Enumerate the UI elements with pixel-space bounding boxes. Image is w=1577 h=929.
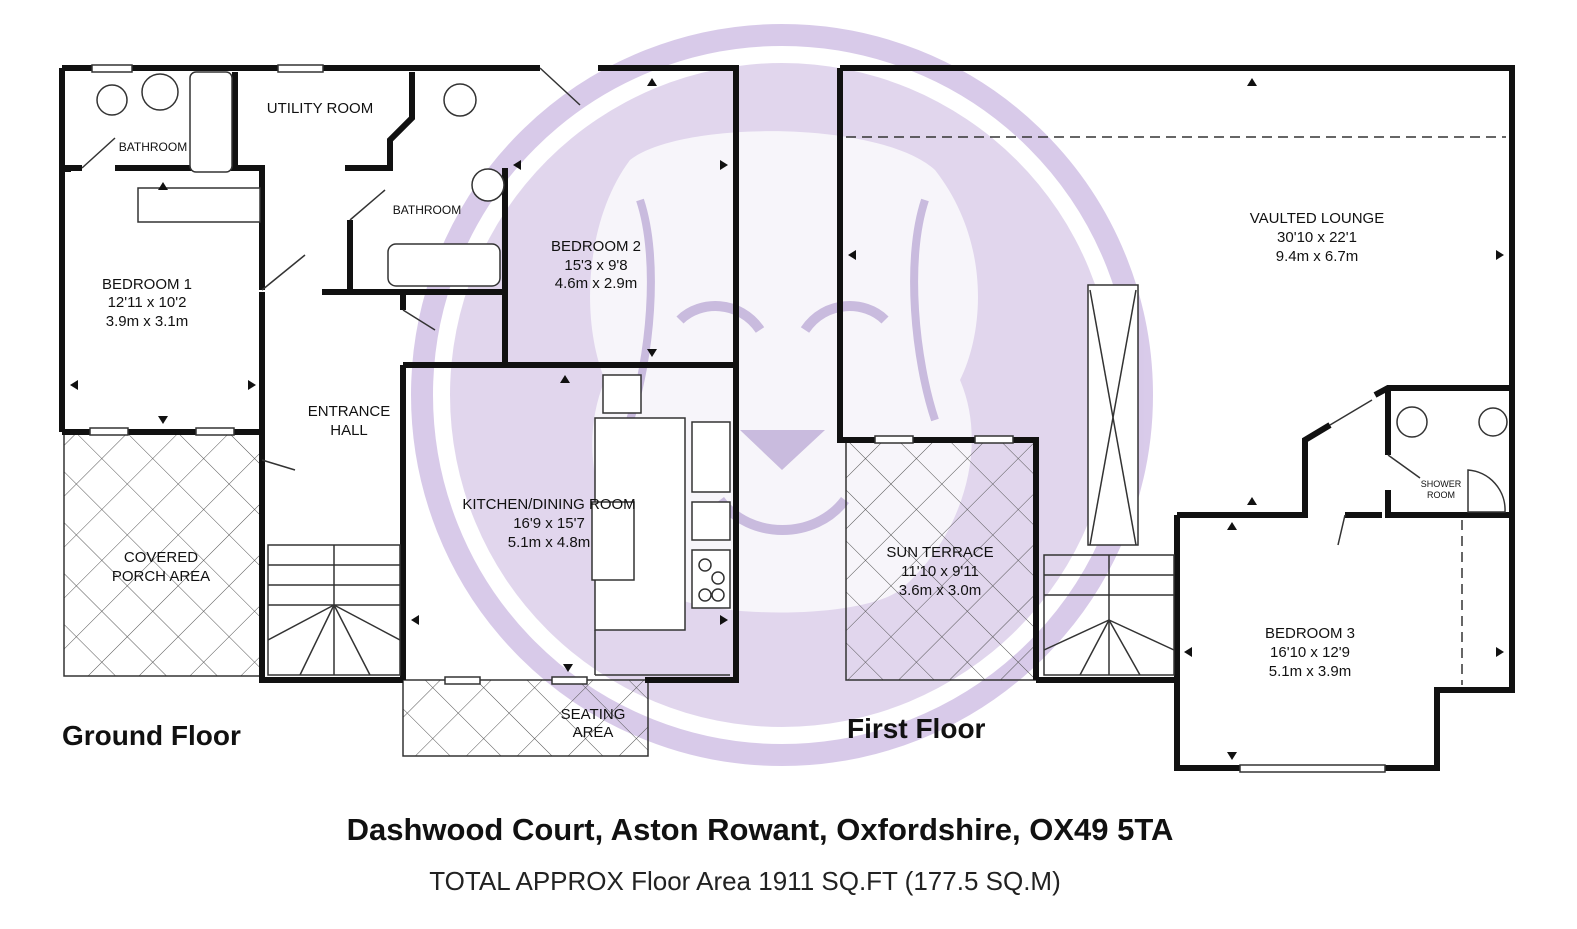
dimension-arrows — [70, 78, 1504, 760]
utility-room-label: UTILITY ROOM — [267, 100, 373, 117]
bedroom-1-name: BEDROOM 1 — [102, 276, 192, 293]
seating-area-hatch — [402, 679, 649, 757]
bedroom-3-name: BEDROOM 3 — [1265, 625, 1355, 642]
property-address: Dashwood Court, Aston Rowant, Oxfordshir… — [346, 812, 1174, 847]
sun-terrace-metric: 3.6m x 3.0m — [899, 582, 982, 599]
vaulted-lounge-name: VAULTED LOUNGE — [1250, 210, 1384, 227]
kitchen-name: KITCHEN/DINING ROOM — [462, 496, 635, 513]
porch-area-hatch — [63, 431, 261, 677]
kitchen-metric: 5.1m x 4.8m — [508, 534, 591, 551]
ground-floor-label: Ground Floor — [62, 720, 241, 751]
bedroom-2-metric: 4.6m x 2.9m — [555, 275, 638, 292]
entrance-hall-line1: ENTRANCE — [308, 403, 391, 420]
bedroom-3-metric: 5.1m x 3.9m — [1269, 663, 1352, 680]
total-floor-area: TOTAL APPROX Floor Area 1911 SQ.FT (177.… — [429, 866, 1061, 896]
entrance-hall-line2: HALL — [330, 422, 368, 439]
sun-terrace-imperial: 11'10 x 9'11 — [901, 563, 979, 580]
shower-room-line1: SHOWER — [1421, 479, 1462, 489]
bedroom-1-metric: 3.9m x 3.1m — [106, 313, 189, 330]
vaulted-lounge-imperial: 30'10 x 22'1 — [1277, 229, 1357, 246]
first-floor-label: First Floor — [847, 713, 986, 744]
porch-line1: COVERED — [124, 549, 198, 566]
bathroom-1-label: BATHROOM — [119, 140, 187, 154]
sun-terrace-name: SUN TERRACE — [886, 544, 993, 561]
bathroom-2-label: BATHROOM — [393, 203, 461, 217]
plan-details — [81, 64, 1508, 773]
seating-line2: AREA — [573, 724, 614, 741]
vaulted-lounge-metric: 9.4m x 6.7m — [1276, 248, 1359, 265]
bedroom-2-imperial: 15'3 x 9'8 — [564, 257, 627, 274]
kitchen-imperial: 16'9 x 15'7 — [513, 515, 585, 532]
bedroom-1-imperial: 12'11 x 10'2 — [108, 294, 187, 311]
bedroom-3-imperial: 16'10 x 12'9 — [1270, 644, 1350, 661]
seating-line1: SEATING — [561, 706, 626, 723]
first-floor-walls — [837, 65, 1515, 771]
porch-line2: PORCH AREA — [112, 568, 210, 585]
bedroom-2-name: BEDROOM 2 — [551, 238, 641, 255]
shower-room-line2: ROOM — [1427, 490, 1455, 500]
